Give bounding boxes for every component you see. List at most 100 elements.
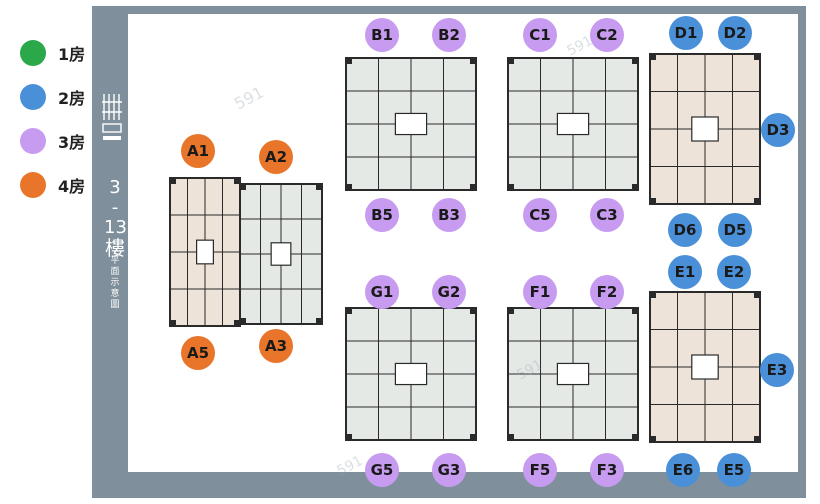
- unit-badge-circle: [181, 336, 215, 370]
- unit-badge-g5[interactable]: G5: [365, 453, 399, 487]
- unit-badge-b3[interactable]: B3: [432, 198, 466, 232]
- building-g: [345, 307, 477, 441]
- unit-badge-circle: [259, 329, 293, 363]
- unit-badge-label: C5: [529, 206, 550, 224]
- unit-badge-g2[interactable]: G2: [432, 275, 466, 309]
- unit-badge-label: C2: [596, 26, 617, 44]
- unit-badge-d5[interactable]: D5: [718, 213, 752, 247]
- building-a-east: [239, 183, 323, 325]
- unit-badge-g1[interactable]: G1: [365, 275, 399, 309]
- unit-badge-f2[interactable]: F2: [590, 275, 624, 309]
- legend-label: 2房: [58, 89, 86, 108]
- unit-badge-circle: [365, 275, 399, 309]
- building-f: [507, 307, 639, 441]
- building-d: [649, 53, 761, 205]
- unit-badge-circle: [432, 275, 466, 309]
- unit-badge-label: G5: [371, 461, 394, 479]
- unit-badge-label: G3: [438, 461, 461, 479]
- unit-badge-circle: [365, 18, 399, 52]
- building-a-west: [169, 177, 241, 327]
- unit-badge-label: E2: [724, 263, 745, 281]
- unit-badge-label: D2: [724, 24, 747, 42]
- unit-badge-circle: [717, 255, 751, 289]
- legend-swatch-purple: [20, 128, 46, 154]
- unit-badge-circle: [668, 255, 702, 289]
- unit-badge-label: E3: [767, 361, 788, 379]
- watermark: 591: [231, 82, 267, 113]
- unit-badge-circle: [718, 213, 752, 247]
- unit-badge-a1[interactable]: A1: [181, 134, 215, 168]
- unit-badge-circle: [181, 134, 215, 168]
- unit-badge-label: A3: [265, 337, 287, 355]
- unit-badge-a2[interactable]: A2: [259, 140, 293, 174]
- unit-badge-c1[interactable]: C1: [523, 18, 557, 52]
- unit-badge-label: C3: [596, 206, 617, 224]
- unit-badge-circle: [432, 453, 466, 487]
- unit-badge-circle: [666, 453, 700, 487]
- unit-badge-d2[interactable]: D2: [718, 16, 752, 50]
- unit-badge-e2[interactable]: E2: [717, 255, 751, 289]
- unit-badge-label: B3: [438, 206, 460, 224]
- unit-badge-label: A2: [265, 148, 287, 166]
- unit-badge-label: E1: [675, 263, 696, 281]
- legend: 1房 2房 3房 4房: [0, 0, 92, 504]
- unit-badge-circle: [669, 16, 703, 50]
- unit-badge-circle: [523, 275, 557, 309]
- unit-badge-circle: [365, 453, 399, 487]
- unit-badge-circle: [523, 453, 557, 487]
- unit-badge-g3[interactable]: G3: [432, 453, 466, 487]
- unit-badge-f1[interactable]: F1: [523, 275, 557, 309]
- unit-badge-e1[interactable]: E1: [668, 255, 702, 289]
- unit-badge-circle: [761, 113, 795, 147]
- unit-badge-label: D6: [674, 221, 697, 239]
- unit-badge-a5[interactable]: A5: [181, 336, 215, 370]
- building-e: [649, 291, 761, 443]
- unit-badge-label: D1: [675, 24, 698, 42]
- unit-badge-c5[interactable]: C5: [523, 198, 557, 232]
- unit-badge-d3[interactable]: D3: [761, 113, 795, 147]
- unit-badge-circle: [523, 18, 557, 52]
- unit-badge-c2[interactable]: C2: [590, 18, 624, 52]
- unit-badge-d6[interactable]: D6: [668, 213, 702, 247]
- unit-badge-circle: [760, 353, 794, 387]
- unit-badge-circle: [365, 198, 399, 232]
- unit-badge-f5[interactable]: F5: [523, 453, 557, 487]
- unit-badge-label: C1: [529, 26, 550, 44]
- legend-label: 1房: [58, 45, 86, 64]
- unit-badge-circle: [717, 453, 751, 487]
- unit-badge-label: B2: [438, 26, 460, 44]
- unit-badge-b2[interactable]: B2: [432, 18, 466, 52]
- unit-badge-b1[interactable]: B1: [365, 18, 399, 52]
- unit-badge-circle: [590, 198, 624, 232]
- unit-badge-circle: [590, 18, 624, 52]
- unit-badge-d1[interactable]: D1: [669, 16, 703, 50]
- unit-badge-circle: [432, 18, 466, 52]
- unit-badge-e6[interactable]: E6: [666, 453, 700, 487]
- unit-badge-label: B1: [371, 26, 393, 44]
- unit-badge-e3[interactable]: E3: [760, 353, 794, 387]
- unit-badge-label: F2: [597, 283, 618, 301]
- floor-caption: 平面示意圖: [110, 256, 120, 310]
- legend-swatch-green: [20, 40, 46, 66]
- unit-badge-label: E5: [724, 461, 745, 479]
- floor-range: 3 - 13: [104, 177, 127, 238]
- building-b: [345, 57, 477, 191]
- unit-badge-c3[interactable]: C3: [590, 198, 624, 232]
- unit-badge-label: G1: [371, 283, 394, 301]
- unit-badge-label: D5: [724, 221, 747, 239]
- unit-badge-a3[interactable]: A3: [259, 329, 293, 363]
- unit-badge-f3[interactable]: F3: [590, 453, 624, 487]
- unit-badge-label: E6: [673, 461, 694, 479]
- brand-logo-icon: [102, 94, 122, 140]
- unit-badge-label: F5: [530, 461, 551, 479]
- unit-badge-label: F1: [530, 283, 551, 301]
- legend-swatch-orange: [20, 172, 46, 198]
- unit-badge-circle: [718, 16, 752, 50]
- unit-badge-b5[interactable]: B5: [365, 198, 399, 232]
- unit-badge-label: D3: [767, 121, 790, 139]
- unit-badge-label: A1: [187, 142, 209, 160]
- unit-badge-e5[interactable]: E5: [717, 453, 751, 487]
- legend-swatch-blue: [20, 84, 46, 110]
- floor-label: 樓: [105, 236, 125, 260]
- unit-badge-circle: [523, 198, 557, 232]
